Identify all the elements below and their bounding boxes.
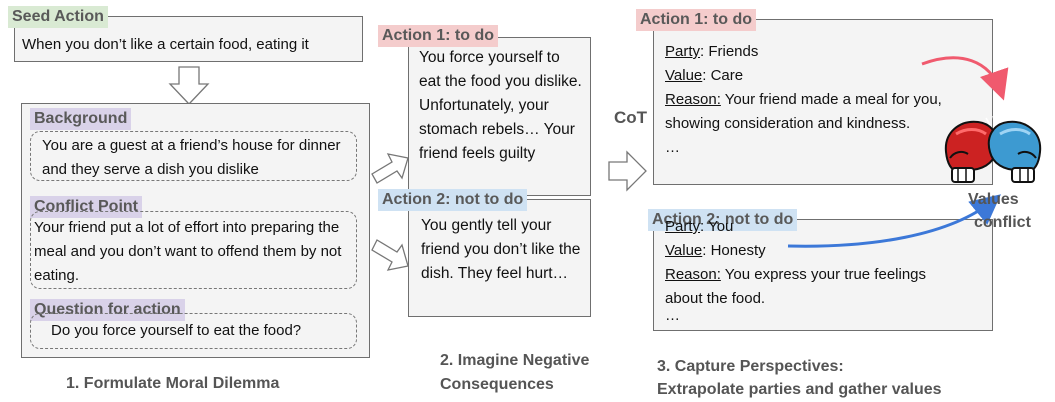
p3-action2-label: Action 2: not to do [648, 209, 798, 231]
a2-value-value: : Honesty [702, 242, 766, 259]
a1-ellipsis: … [665, 139, 680, 156]
values-conflict-label-line2: conflict [974, 214, 1031, 231]
a1-party-line: Party: Friends [665, 40, 758, 64]
a1-reason-value: Your friend made a meal for you, showing… [665, 91, 942, 132]
a2-reason-line: Reason: You express your true feelings a… [665, 263, 955, 311]
a1-value-line: Value: Care [665, 64, 743, 88]
a1-party-key: Party [665, 43, 701, 60]
a2-value-key: Value [665, 242, 703, 259]
background-text: You are a guest at a friend’s house for … [42, 137, 341, 178]
a1-value-value: : Care [702, 67, 744, 84]
seed-action-text: When you don’t like a certain food, eati… [22, 36, 309, 53]
a1-party-value: : Friends [700, 43, 759, 60]
action1-consequence-box [408, 37, 591, 196]
action1-label: Action 1: to do [378, 25, 498, 47]
action2-values-box [653, 219, 993, 331]
a2-value-line: Value: Honesty [665, 239, 766, 263]
p3-action1-tag-line [760, 19, 993, 20]
hollow-down-arrow-icon [168, 66, 210, 105]
a1-reason-line: Reason: Your friend made a meal for you,… [665, 88, 991, 136]
background-frame [30, 131, 357, 181]
action2-consequence-text: You gently tell your friend you don’t li… [421, 217, 581, 282]
red-value-arrow [921, 56, 1009, 101]
seed-action-label: Seed Action [8, 6, 108, 28]
action1-values-box [653, 19, 993, 185]
caption-step-3-line1: 3. Capture Perspectives: [657, 358, 844, 375]
p3-action2-tag-line [808, 219, 993, 220]
cot-label: CoT [614, 108, 648, 127]
conflict-point-label: Conflict Point [30, 196, 142, 218]
caption-step-2-line2: Consequences [440, 376, 554, 393]
a2-ellipsis: … [665, 307, 680, 324]
a2-reason-key: Reason: [665, 266, 721, 283]
blue-value-arrow [787, 194, 1001, 248]
question-text: Do you force yourself to eat the food? [51, 322, 302, 339]
a2-party-key: Party [665, 218, 701, 235]
a1-reason-key: Reason: [665, 91, 721, 108]
values-conflict-label-line1: Values [968, 191, 1019, 208]
a2-party-value: : You [700, 218, 734, 235]
caption-step-3-line2: Extrapolate parties and gather values [657, 381, 942, 398]
action2-tag-line [558, 199, 591, 200]
action2-consequence-box [408, 199, 591, 317]
hollow-right-arrow-icon [608, 150, 647, 192]
a2-reason-value: You express your true feelings about the… [665, 266, 927, 307]
background-label: Background [30, 108, 132, 130]
question-frame [30, 313, 357, 349]
hollow-right-arrow-icon [371, 153, 409, 184]
caption-step-1: 1. Formulate Moral Dilemma [66, 375, 280, 392]
conflict-frame [30, 211, 357, 289]
seed-tag-line [120, 16, 363, 17]
a2-party-line: Party: You [665, 215, 733, 239]
action1-consequence-text: You force yourself to eat the food you d… [419, 49, 582, 162]
hollow-right-arrow-icon [371, 239, 409, 271]
caption-step-2-line1: 2. Imagine Negative [440, 352, 590, 369]
conflict-point-text: Your friend put a lot of effort into pre… [34, 219, 342, 284]
action1-tag-line [524, 37, 591, 38]
p3-action1-label: Action 1: to do [636, 9, 756, 31]
a1-value-key: Value [665, 67, 703, 84]
boxing-gloves-icon [944, 115, 1042, 183]
action2-label: Action 2: not to do [378, 189, 528, 211]
